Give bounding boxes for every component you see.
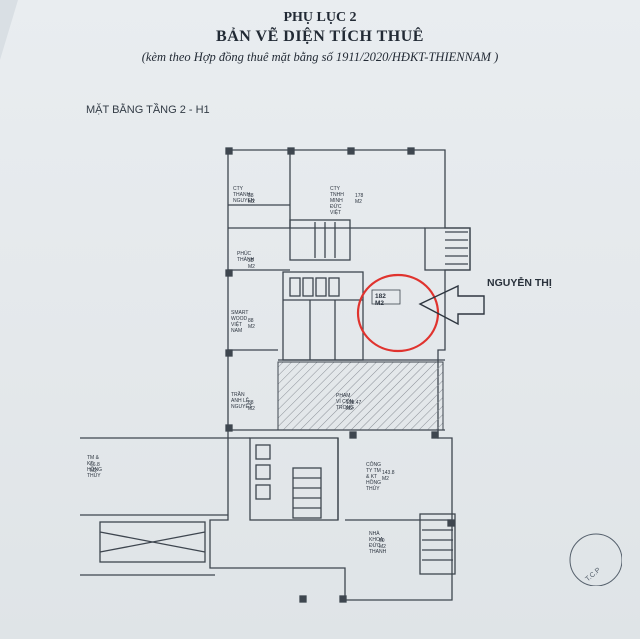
document-title: BẢN VẼ DIỆN TÍCH THUÊ [216, 28, 424, 45]
unit-2-name: CTY TNHH MINH ĐỨC VIỆT [330, 186, 344, 216]
document-subtitle: (kèm theo Hợp đồng thuê mặt bằng số 1911… [141, 50, 499, 64]
unit-9-name: NHÀ KHOA ĐỨC THANH [369, 531, 387, 555]
highlight-circle [356, 273, 440, 353]
floor-label: MẶT BẰNG TẦNG 2 - H1 [86, 104, 210, 116]
unit-1-area: 88 M2 [248, 193, 255, 205]
appendix-title: PHỤ LỤC 2 [283, 10, 357, 25]
unit-2-area: 178 M2 [355, 193, 364, 205]
unit-9-area: 60 M2 [379, 538, 386, 550]
unit-7-area: 143.8 M2 [382, 470, 395, 482]
unit-6-area: 198.47 M2 [346, 400, 362, 412]
stamp-seal: T.C.P [569, 533, 622, 586]
unit-1-name: CTY THANH NGUYEN [233, 186, 255, 204]
highlighted-unit-area: 182 M2 [375, 293, 386, 307]
tenant-name: NGUYỄN THỊ [487, 277, 552, 289]
unit-5-name: TRẦN ANH LÊ NGUYỄT [231, 392, 252, 410]
unit-4-name: SMART WOOD VIỆT NAM [231, 310, 249, 334]
unit-6-name: PHẠM VI CON TRONG [336, 393, 355, 411]
unit-4-area: 88 M2 [248, 318, 255, 330]
unit-7-name: CÔNG TY TM & KT HỒNG THỦY [366, 462, 381, 492]
pointer-arrow [418, 284, 485, 326]
common-area-hatch [277, 361, 444, 431]
unit-8-name: TM & KT HỒNG THỦY [87, 455, 102, 479]
unit-5-area: 88 M2 [248, 400, 255, 412]
stamp-text: T.C.P [584, 567, 602, 584]
unit-3-name: PHÚC THÀNH [237, 251, 255, 263]
unit-8-area: 66.8 M2 [90, 462, 100, 474]
unit-3-area: 38 M2 [248, 258, 255, 270]
